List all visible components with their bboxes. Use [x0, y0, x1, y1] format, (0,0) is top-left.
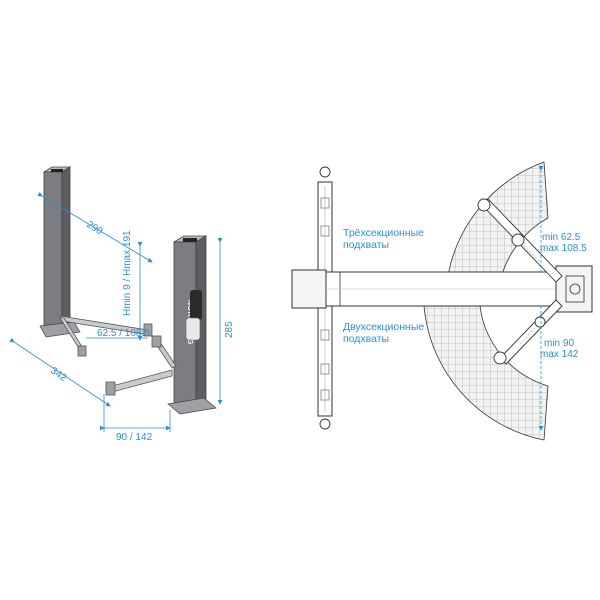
two-section-label-line1: Двухсекционные — [343, 321, 424, 333]
lower-range-min: min 90 — [544, 338, 574, 349]
front-base-plate — [167, 397, 217, 415]
upper-sweep-area — [446, 161, 549, 283]
front-arms — [105, 335, 177, 396]
perspective-dimensions — [9, 191, 223, 432]
dim-width-between-posts: 290 — [84, 219, 104, 237]
lower-range-max: max 142 — [540, 349, 579, 360]
two-section-label-line2: подхваты — [343, 333, 389, 345]
three-section-label-line1: Трёхсекционные — [343, 227, 424, 239]
right-post — [555, 265, 593, 313]
oil-tank — [185, 317, 201, 341]
plan-view: Трёхсекционные подхваты Двухсекционные п… — [291, 161, 593, 441]
motor-unit — [190, 290, 202, 320]
dim-arm-reach: 62.5 / 108.5 — [97, 328, 150, 339]
back-post — [42, 166, 72, 331]
dim-overall-width: 342 — [48, 365, 68, 384]
perspective-view: NORDBERG 290 Hmin 9 / Hmax 191 62.5 — [9, 166, 235, 443]
front-post: NORDBERG — [172, 235, 208, 409]
dim-total-height: 285 — [224, 321, 235, 338]
base-beam — [291, 269, 557, 309]
upper-range-max: max 108.5 — [540, 243, 587, 254]
dim-height-range: Hmin 9 / Hmax 191 — [122, 230, 133, 316]
lower-sweep-area — [423, 305, 549, 441]
arm-pads — [477, 198, 546, 365]
dim-arm-length: 90 / 142 — [116, 432, 153, 443]
three-section-label-line2: подхваты — [343, 239, 389, 251]
upper-range-min: min 62.5 — [542, 232, 581, 243]
